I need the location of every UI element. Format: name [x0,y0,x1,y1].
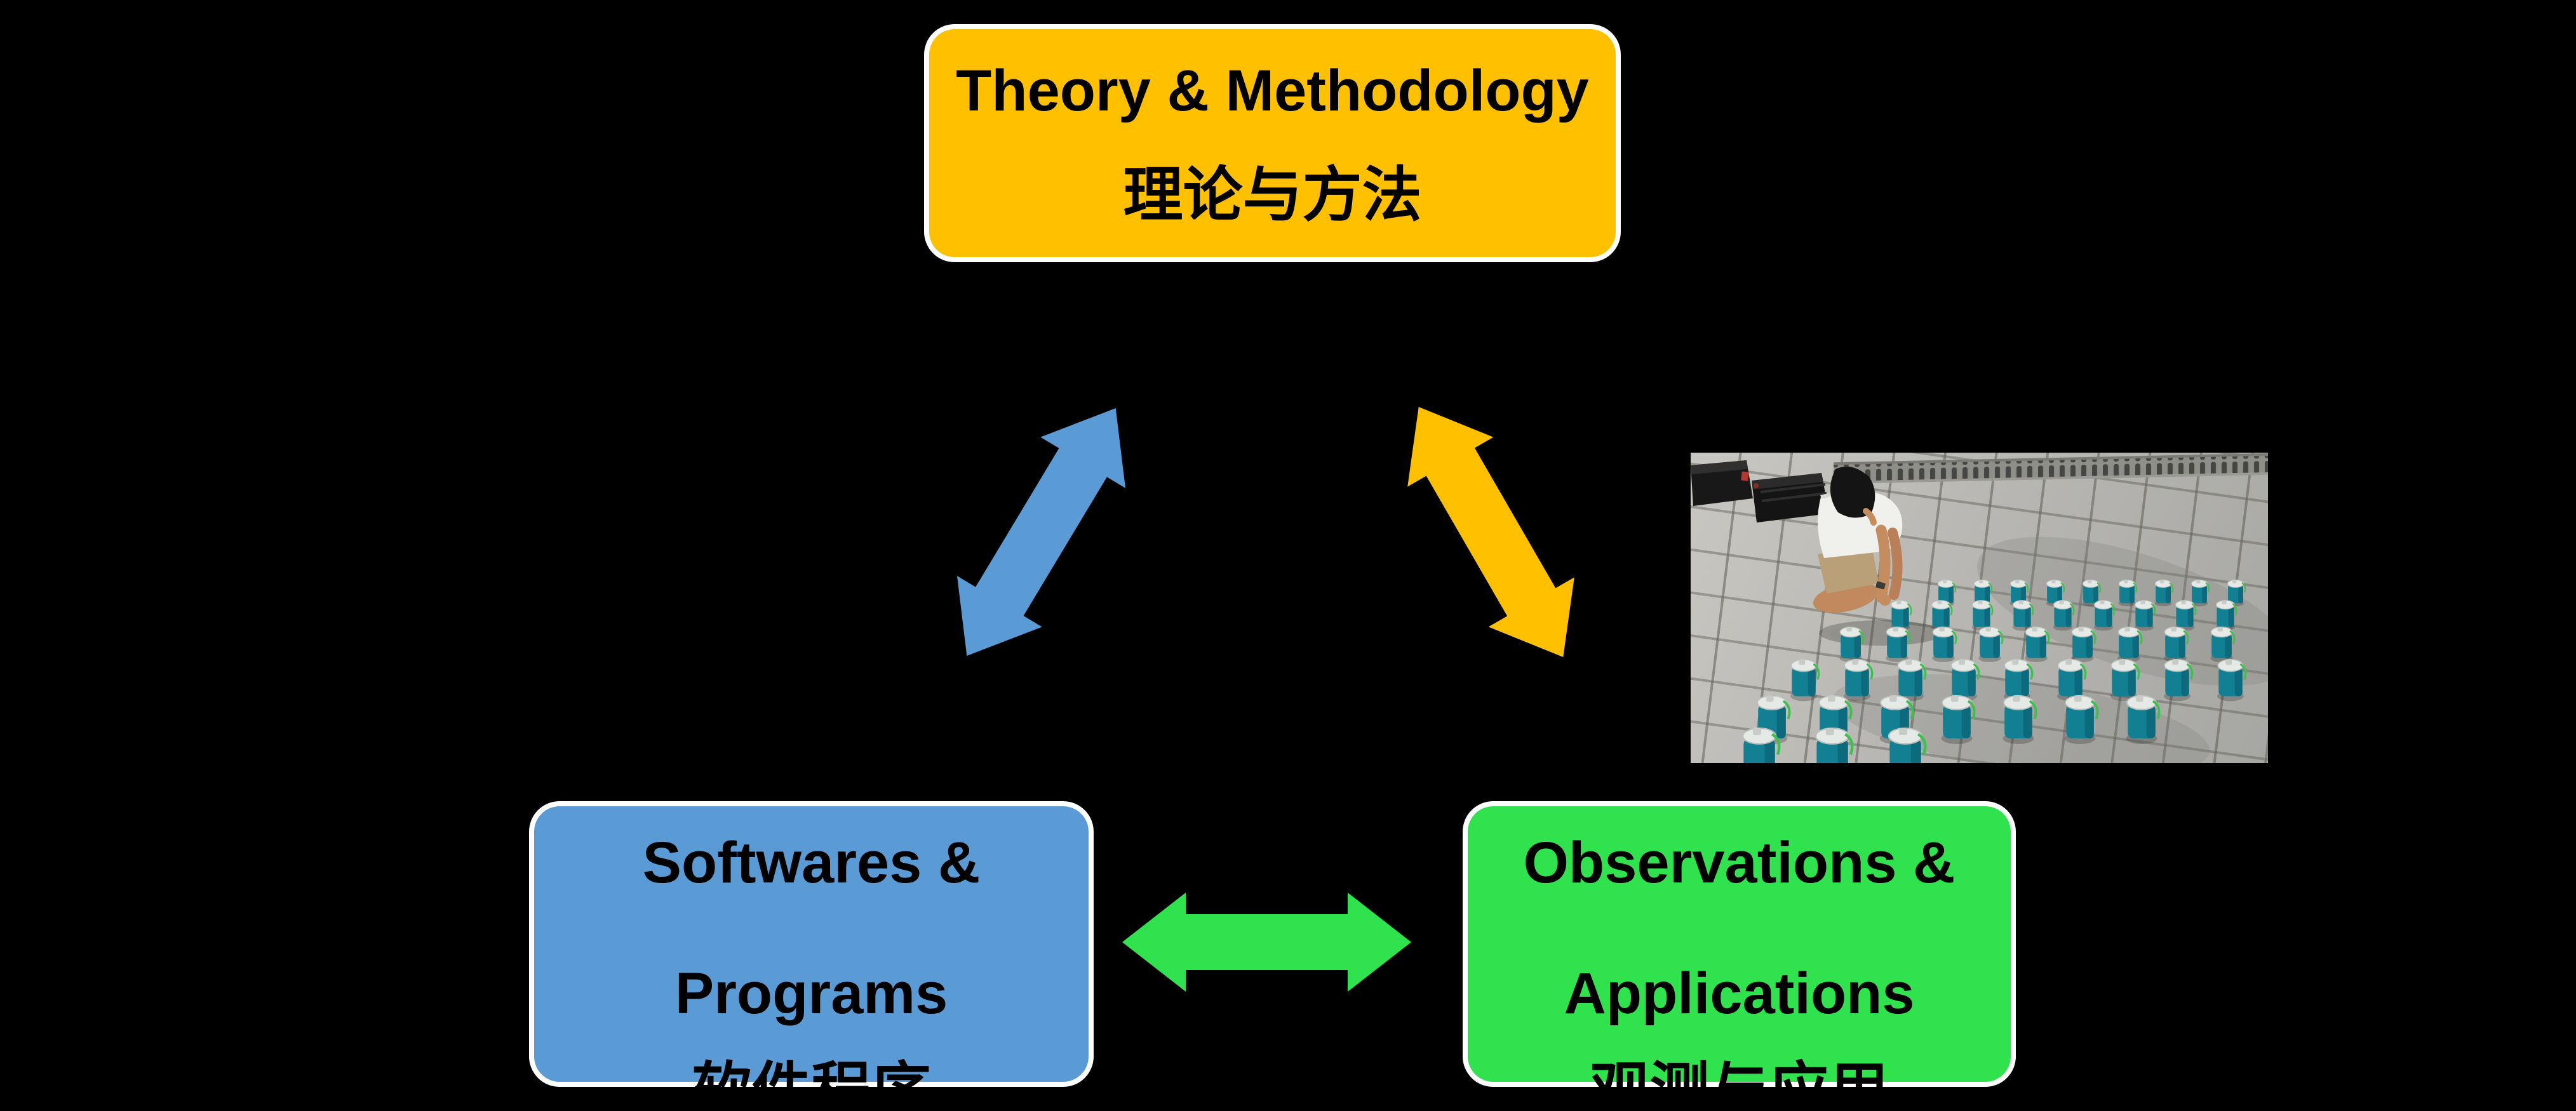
softwares-programs-line2: Programs [674,961,948,1027]
sensor-node [1741,727,1781,763]
sensor-node [2164,659,2194,702]
sensor-node [2071,626,2096,662]
softwares-programs-line1: Softwares & [642,830,981,896]
equipment-case [1752,473,1829,522]
softwares-programs-title-en: Softwares & Programs [643,765,981,1027]
sensor-node [1890,600,1912,631]
observations-applications-box: Observations & Applications 观测与应用 [1463,801,2016,1111]
observations-applications-line1: Observations & [1523,830,1955,896]
sensor-node [2215,600,2237,631]
theory-methodology-box: Theory & Methodology 理论与方法 [924,24,1621,262]
sensor-node [2002,695,2037,745]
double-arrow-theory-softwares-icon [924,383,1158,681]
sensor-node [2009,579,2029,607]
softwares-programs-box: Softwares & Programs 软件程序 [529,801,1094,1111]
sensor-node [2175,600,2197,631]
field-deployment-photo [1691,453,2268,763]
observations-applications-title-zh: 观测与应用 [1590,1056,1889,1111]
sensor-node [2217,659,2247,702]
sensor-node [2025,626,2050,662]
sensor-node [2053,600,2075,631]
sensor-node [2046,579,2065,607]
softwares-programs-title-zh: 软件程序 [692,1056,931,1111]
double-arrow-softwares-observations-icon [1122,893,1411,992]
sensor-node [2190,579,2210,607]
sensor-node [1941,695,1976,745]
sensor-node [1839,626,1865,662]
sensor-node [2164,626,2189,662]
sensor-node [1971,600,1994,631]
sensor-node [2004,659,2034,702]
sensor-node [1897,659,1927,702]
sensor-node [2082,579,2102,607]
sensor-node [2012,600,2034,631]
drain-grate [1834,453,2268,484]
observations-applications-line2: Applications [1564,961,1915,1027]
sensor-node [2154,579,2174,607]
sensor-node [1815,727,1854,763]
sensor-node [1932,626,1957,662]
sensor-node [1978,626,2004,662]
observations-applications-title-en: Observations & Applications [1524,765,1955,1027]
sensor-node [1931,600,1953,631]
sensor-node [1888,727,1927,763]
sensor-node [1886,626,1911,662]
photo-scene [1691,453,2268,763]
double-arrow-theory-observations-icon [1376,382,1606,682]
sensor-node [2210,626,2236,662]
sensor-node [2064,695,2099,745]
sensor-node [1790,659,1820,702]
sensor-node [2117,626,2143,662]
equipment-case [1691,460,1753,506]
sensor-node [2110,659,2140,702]
sensor-node [2227,579,2246,607]
theory-methodology-title-en: Theory & Methodology [956,58,1589,124]
sensor-node-grid [1741,579,2247,763]
sensor-node [2057,659,2087,702]
sensor-node [1844,659,1874,702]
sensor-node [2118,579,2138,607]
sensor-node [1950,659,1980,702]
sensor-node [2126,695,2161,745]
sensor-node [2093,600,2116,631]
sensor-node [2134,600,2156,631]
theory-methodology-title-zh: 理论与方法 [1123,161,1422,229]
researcher-figure [1813,467,1943,646]
